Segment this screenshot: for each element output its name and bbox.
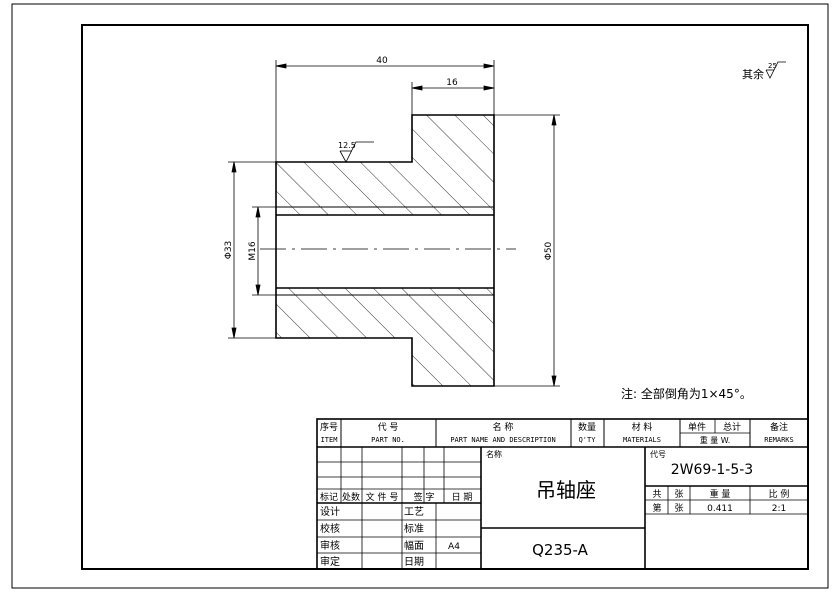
roughness-symbol-other [765, 61, 786, 79]
svg-text:日期: 日期 [404, 556, 424, 568]
svg-text:审核: 审核 [320, 539, 340, 552]
material: Q235-A [532, 541, 589, 559]
svg-text:ITEM: ITEM [321, 436, 338, 444]
dimensions [228, 60, 560, 387]
section-view [260, 114, 516, 387]
title-block [316, 418, 809, 570]
svg-text:重 量 W.: 重 量 W. [700, 435, 731, 445]
svg-text:PART NO.: PART NO. [371, 436, 405, 444]
weight-value: 0.411 [707, 504, 733, 514]
sheet-size-value: A4 [448, 542, 460, 552]
title-block-header: 序号 ITEM 代 号 PART NO. 名 称 PART NAME AND D… [320, 421, 794, 445]
drawing-number: 2W69-1-5-3 [671, 462, 753, 478]
sheet-info: 共 张 重 量 比 例 第 张 0.411 2:1 [652, 488, 789, 514]
dim-dia-inner: Φ33 [224, 241, 234, 260]
svg-text:签 字: 签 字 [414, 491, 435, 503]
chamfer-note: 注: 全部倒角为1×45°。 [621, 386, 752, 401]
svg-text:第: 第 [652, 502, 661, 514]
svg-text:审定: 审定 [320, 555, 340, 568]
svg-text:代 号: 代 号 [378, 422, 399, 433]
svg-text:材 料: 材 料 [632, 421, 653, 433]
revision-labels: 标记 处数 文 件 号 签 字 日 期 [320, 491, 472, 503]
svg-text:张: 张 [674, 503, 683, 514]
svg-text:设计: 设计 [320, 505, 340, 518]
name-label: 名称 [486, 449, 502, 459]
svg-text:备注: 备注 [770, 421, 788, 433]
svg-text:Q'TY: Q'TY [579, 436, 597, 444]
hatch-upper [276, 115, 494, 215]
svg-text:数量: 数量 [578, 421, 596, 433]
part-name: 吊轴座 [536, 478, 596, 502]
svg-text:名 称: 名 称 [493, 421, 514, 433]
svg-text:共: 共 [652, 489, 661, 500]
svg-text:标记: 标记 [320, 491, 338, 503]
svg-text:单件: 单件 [688, 421, 706, 433]
svg-text:标准: 标准 [404, 523, 424, 535]
scale-value: 2:1 [772, 504, 786, 514]
svg-text:总计: 总计 [723, 421, 741, 433]
svg-text:PART NAME AND DESCRIPTION: PART NAME AND DESCRIPTION [450, 436, 555, 444]
sheet-border [11, 3, 829, 589]
svg-text:文 件 号: 文 件 号 [366, 491, 399, 503]
svg-text:序号: 序号 [320, 421, 338, 433]
roughness-other-label: 其余 [742, 67, 764, 81]
dim-dia-outer: Φ50 [544, 241, 554, 260]
dim-length-step: 16 [446, 78, 458, 88]
svg-text:MATERIALS: MATERIALS [623, 436, 661, 444]
roughness-face-value: 12.5 [338, 141, 356, 150]
svg-text:张: 张 [674, 489, 683, 500]
code-label: 代号 [650, 449, 666, 459]
dim-length-total: 40 [376, 56, 388, 66]
hatch-lower [276, 288, 494, 386]
sign-rows: 设计 工艺 校核 标准 审核 幅面 A4 审定 日期 [320, 505, 460, 568]
svg-text:重 量: 重 量 [710, 488, 731, 500]
dim-dia-thread: M16 [248, 241, 258, 260]
roughness-other-value: 25 [768, 62, 777, 70]
svg-text:日 期: 日 期 [452, 492, 473, 503]
svg-text:校核: 校核 [320, 522, 340, 535]
svg-text:幅面: 幅面 [404, 539, 424, 552]
roughness-symbol-face [339, 141, 374, 163]
svg-text:工艺: 工艺 [404, 506, 424, 518]
svg-text:比 例: 比 例 [769, 488, 790, 500]
svg-text:处数: 处数 [342, 491, 360, 503]
svg-text:REMARKS: REMARKS [764, 436, 794, 444]
